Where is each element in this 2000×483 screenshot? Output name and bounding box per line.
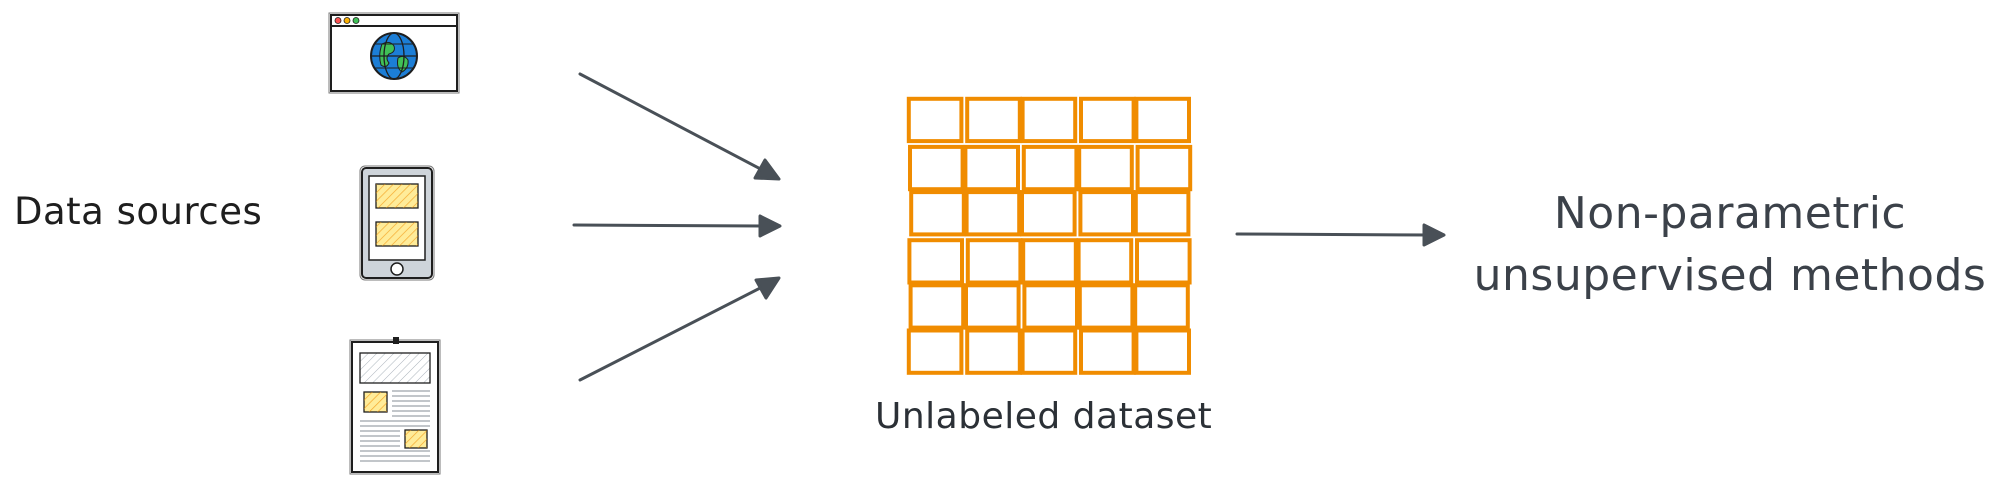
dataset-cell xyxy=(963,144,1021,192)
arrow-document-to-dataset xyxy=(578,276,781,382)
data-sources-label: Data sources xyxy=(14,190,263,233)
browser-globe-icon xyxy=(328,12,460,94)
dataset-cell xyxy=(908,144,965,192)
dataset-cell xyxy=(1135,238,1192,285)
dataset-cell xyxy=(1021,144,1079,192)
dataset-cell xyxy=(1020,328,1078,375)
dataset-cell xyxy=(1021,238,1078,285)
dataset-cell xyxy=(1077,144,1134,192)
non-parametric-methods-label: Non-parametric unsupervised methods xyxy=(1460,183,2000,307)
dataset-cell xyxy=(907,238,965,285)
arrow-dataset-to-methods xyxy=(1235,223,1446,247)
dataset-cell xyxy=(1020,96,1078,144)
dataset-cell xyxy=(964,190,1022,237)
dataset-cell xyxy=(1079,96,1136,144)
globe-icon xyxy=(370,32,418,80)
document-page-icon xyxy=(349,337,441,475)
dataset-cell xyxy=(909,190,966,237)
dataset-cell xyxy=(1133,190,1191,237)
unlabeled-dataset-label: Unlabeled dataset xyxy=(875,396,1213,437)
dataset-cell xyxy=(1079,328,1136,375)
dataset-cell xyxy=(1077,283,1135,330)
dataset-cell xyxy=(908,283,966,330)
dataset-cell xyxy=(965,238,1023,285)
dataset-cell xyxy=(1134,328,1192,375)
methods-label-line-2: unsupervised methods xyxy=(1473,250,1987,301)
dataset-grid xyxy=(906,96,1193,375)
dataset-cell xyxy=(1135,144,1193,192)
dataset-cell xyxy=(906,96,964,144)
dataset-cell xyxy=(965,328,1022,375)
dataset-cell xyxy=(1022,283,1080,330)
dataset-cell xyxy=(1020,190,1077,237)
dataset-cell xyxy=(1133,283,1190,330)
arrow-browser-to-dataset xyxy=(578,72,781,181)
dataset-cell xyxy=(1134,96,1192,144)
methods-label-line-1: Non-parametric xyxy=(1553,188,1907,239)
mobile-device-icon xyxy=(359,165,435,281)
dataset-cell xyxy=(1078,190,1136,237)
arrow-mobile-to-dataset xyxy=(572,214,782,238)
dataset-cell xyxy=(1076,238,1134,285)
dataset-cell xyxy=(906,328,964,375)
dataset-cell xyxy=(965,96,1022,144)
dataset-cell xyxy=(964,283,1021,330)
